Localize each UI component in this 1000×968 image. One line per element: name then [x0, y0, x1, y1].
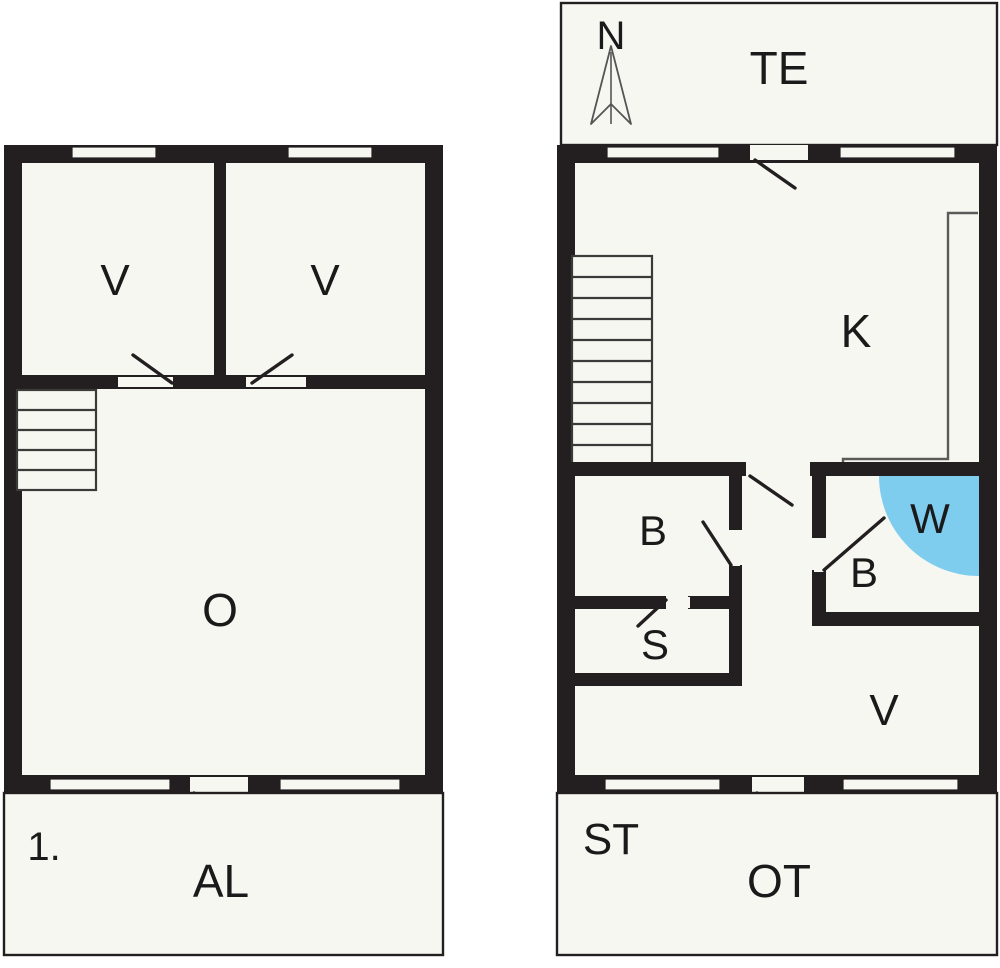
upper-staircase: [15, 388, 98, 492]
upper-floor-plan-geometry: [2, 145, 445, 957]
ground-floor-plan-geometry: [555, 1, 999, 957]
balcony-al-outline: [2, 791, 445, 957]
upper-partition-vertical: [214, 155, 226, 381]
door-b-left: [701, 520, 740, 567]
upper-top-windows: [71, 146, 373, 159]
ground-bottom-openings: [604, 777, 959, 825]
ground-mid-walls: [566, 462, 988, 476]
upper-interior-doors: [118, 353, 306, 387]
door-s: [636, 597, 690, 628]
shower-quarter-circle: [879, 476, 979, 576]
ground-staircase: [570, 254, 654, 466]
ground-mid-door: [746, 462, 810, 507]
ground-top-openings: [606, 145, 956, 190]
ground-bs-walls: [566, 462, 742, 686]
compass-north-icon: [590, 45, 632, 125]
terrace-ot-outline: [555, 791, 999, 957]
door-b-right: [814, 516, 886, 572]
ground-bath-walls: [812, 470, 988, 626]
terrace-te-outline: [559, 1, 999, 147]
upper-partition-horizontal: [12, 375, 436, 389]
